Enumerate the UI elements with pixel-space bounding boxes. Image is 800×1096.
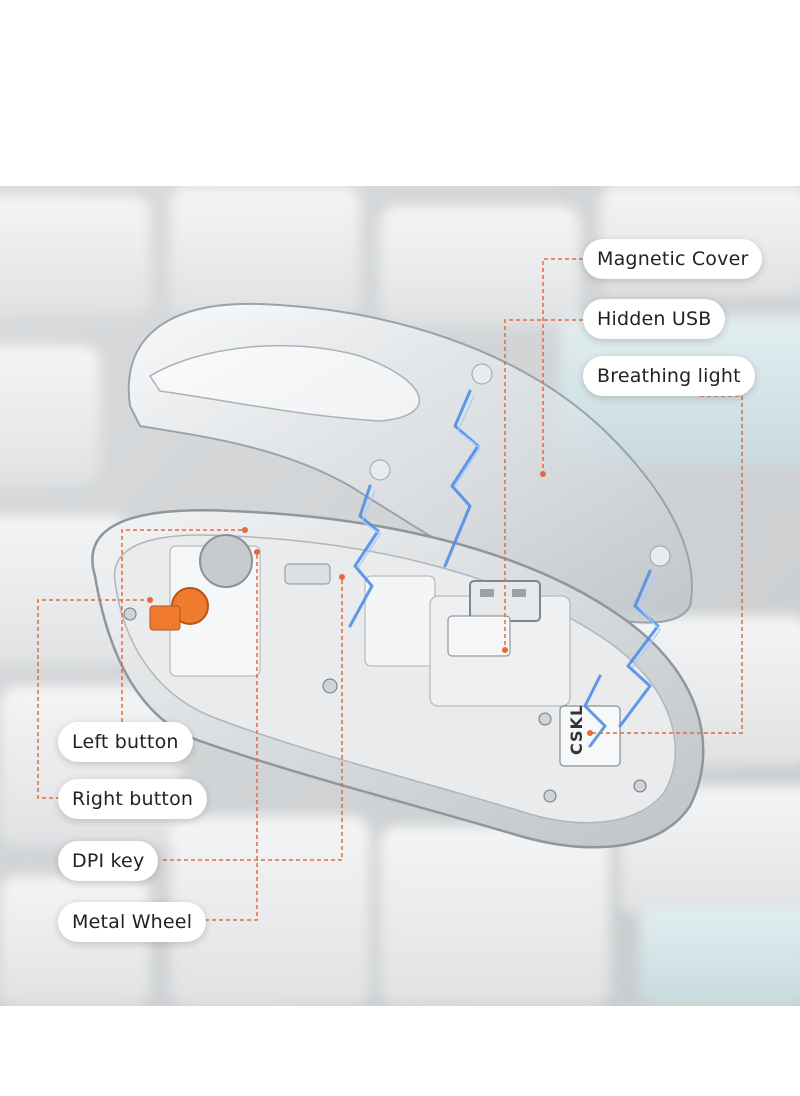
- callout-hidden-usb: Hidden USB: [583, 299, 726, 339]
- callout-breathing-light: Breathing light: [583, 356, 755, 396]
- brand-logo: [750, 720, 751, 721]
- callout-right-button: Right button: [58, 779, 208, 819]
- callout-magnetic-cover: Magnetic Cover: [583, 239, 763, 279]
- logo-text: CSKL: [567, 704, 586, 755]
- callout-dpi-key: DPI key: [58, 841, 159, 881]
- callout-metal-wheel: Metal Wheel: [58, 902, 207, 942]
- callout-left-button: Left button: [58, 722, 193, 762]
